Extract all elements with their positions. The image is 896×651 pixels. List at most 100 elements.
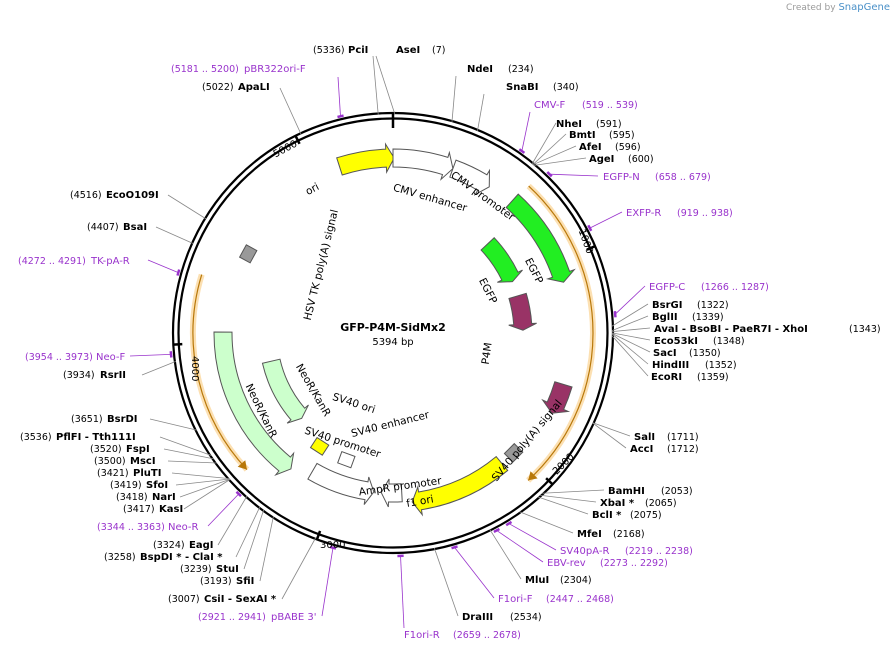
enzyme-stui: StuI (216, 564, 239, 575)
enzyme-bglii: BglII (652, 312, 678, 323)
enzyme-eagi: EagI (189, 540, 213, 551)
enzyme-rsrii: RsrII (100, 370, 126, 381)
enzyme-leader-8 (611, 315, 649, 331)
feature-arrow-ampr-promoter-9 (380, 478, 403, 508)
enzyme-leader-33 (179, 478, 231, 498)
enzyme-leader-31 (171, 472, 230, 480)
primer-leader-7 (454, 547, 495, 599)
enzyme-xbai-pos: (2065) (645, 498, 677, 509)
primer-mark-12 (176, 269, 181, 276)
enzyme-sexai: CsiI - SexAI * (204, 594, 277, 605)
enzyme-bamhi-pos: (2053) (661, 486, 693, 497)
enzyme-bamhi: BamHI (608, 486, 645, 497)
enzyme-kasi-pos: (3417) (123, 504, 155, 515)
ruler-tick-5000 (294, 135, 301, 145)
enzyme-bsai: BsaI (123, 222, 147, 233)
enzyme-ecoo109i: EcoO109I (106, 190, 159, 201)
enzyme-leader-27 (149, 418, 197, 431)
enzyme-bsrgi-pos: (1322) (697, 300, 729, 311)
enzyme-leader-35 (217, 495, 248, 546)
label-f1-ori: f1 ori (405, 493, 434, 510)
enzyme-leader-30 (167, 460, 217, 464)
enzyme-leader-12 (611, 333, 649, 365)
primer-mark-6 (493, 527, 500, 533)
enzyme-leader-26 (141, 360, 176, 376)
enzyme-xbai: XbaI * (600, 498, 635, 509)
primer-leader-1 (521, 111, 531, 152)
enzyme-nari: NarI (152, 492, 176, 503)
enzyme-leader-32 (175, 478, 230, 486)
enzyme-ecori: EcoRI (651, 372, 682, 383)
enzyme-leader-0 (375, 55, 396, 115)
primer-leader-0 (337, 76, 341, 117)
enzyme-agei: AgeI (589, 154, 614, 165)
feature-arrow-neor-kanr-14 (261, 358, 309, 424)
primer-sv40pa-r: SV40pA-R (560, 546, 609, 557)
ruler-tick-1000 (586, 244, 596, 251)
primer-f1ori-r: F1ori-R (404, 630, 440, 641)
enzyme-tth111i-pos: (3536) (20, 432, 52, 443)
label-egfp-inner: EGFP (476, 276, 499, 306)
primer-leader-6 (496, 530, 544, 563)
label-sv40-ori: SV40 ori (331, 391, 377, 416)
orf-egfp-p4m (527, 185, 594, 481)
primer-exfp-r-pos: (919 .. 938) (677, 208, 733, 219)
primer-neo-r-pos: (3344 .. 3363) (97, 522, 165, 533)
enzyme-leader-13 (611, 335, 649, 377)
primer-pbabe3-pos: (2921 .. 2941) (198, 612, 266, 623)
ruler-4000: 4000 (189, 356, 200, 381)
enzyme-snabi: SnaBI (506, 82, 538, 93)
ruler-tick-3000 (315, 530, 322, 540)
enzyme-bsrdi: BsrDI (107, 414, 138, 425)
orf-egfp-p4m-arrowhead (528, 471, 538, 481)
enzyme-afei: AfeI (579, 142, 602, 153)
enzyme-leader-15 (592, 422, 627, 449)
primer-mark-1 (518, 148, 526, 154)
enzyme-mfei: MfeI (577, 529, 602, 540)
enzyme-msci-pos: (3500) (94, 456, 126, 467)
enzyme-leader-20 (489, 529, 522, 580)
enzyme-bsrgi: BsrGI (652, 300, 682, 311)
enzyme-bglii-pos: (1339) (692, 312, 724, 323)
feature-arrow-neor-kanr-13 (213, 331, 295, 476)
primer-leader-8 (400, 555, 405, 629)
enzyme-sali: SalI (634, 432, 655, 443)
enzyme-afei-pos: (596) (615, 142, 641, 153)
label-hsv-tk-polya: HSV TK poly(A) signal (302, 208, 341, 321)
primer-egfp-c: EGFP-C (649, 282, 685, 293)
enzyme-sfii: SfiI (236, 576, 254, 587)
plasmid-name: GFP-P4M-SidMx2 (340, 321, 445, 334)
enzyme-leader-11 (611, 333, 651, 353)
primer-neo-f: Neo-F (96, 352, 126, 363)
enzyme-xhoi-group: AvaI - BsoBI - PaeR7I - XhoI (654, 324, 808, 335)
enzyme-ecoo109i-pos: (4516) (70, 190, 102, 201)
primer-leader-2 (549, 173, 599, 177)
primer-mark-9 (329, 545, 337, 550)
feature-arrow-p4m-5 (508, 292, 537, 331)
primer-f1ori-f: F1ori-F (498, 594, 533, 605)
site-layer (129, 55, 651, 629)
primer-leader-11 (129, 353, 172, 357)
enzyme-sfoi: SfoI (146, 480, 168, 491)
enzyme-ecori-pos: (1359) (697, 372, 729, 383)
feature-arrow-f1-ori-8 (411, 455, 509, 517)
feature-arrow-sv40-ori-12 (309, 436, 330, 456)
enzyme-leader-34 (183, 479, 231, 510)
enzyme-bsai-pos: (4407) (87, 222, 119, 233)
enzyme-nhei: NheI (556, 119, 582, 130)
enzyme-saci-pos: (1350) (689, 348, 721, 359)
feature-arrow-sv40-promoter-10 (307, 462, 375, 505)
enzyme-mlui: MluI (525, 575, 549, 586)
enzyme-kasi: KasI (159, 504, 183, 515)
enzyme-leader-23 (279, 87, 302, 135)
primer-cmv-f: CMV-F (534, 100, 565, 111)
feature-arrow-ori-0 (336, 142, 395, 176)
enzyme-bsrdi-pos: (3651) (71, 414, 103, 425)
primer-ebv-rev: EBV-rev (547, 558, 586, 569)
primer-pbr322ori-f: pBR322ori-F (244, 64, 306, 75)
enzyme-snabi-pos: (340) (553, 82, 579, 93)
snapgene-logo: SnapGene (838, 2, 890, 13)
enzyme-draiii: DraIII (462, 612, 493, 623)
enzyme-pcii-pos: (5336) (313, 45, 345, 56)
primer-sv40pa-r-pos: (2219 .. 2238) (625, 546, 693, 557)
